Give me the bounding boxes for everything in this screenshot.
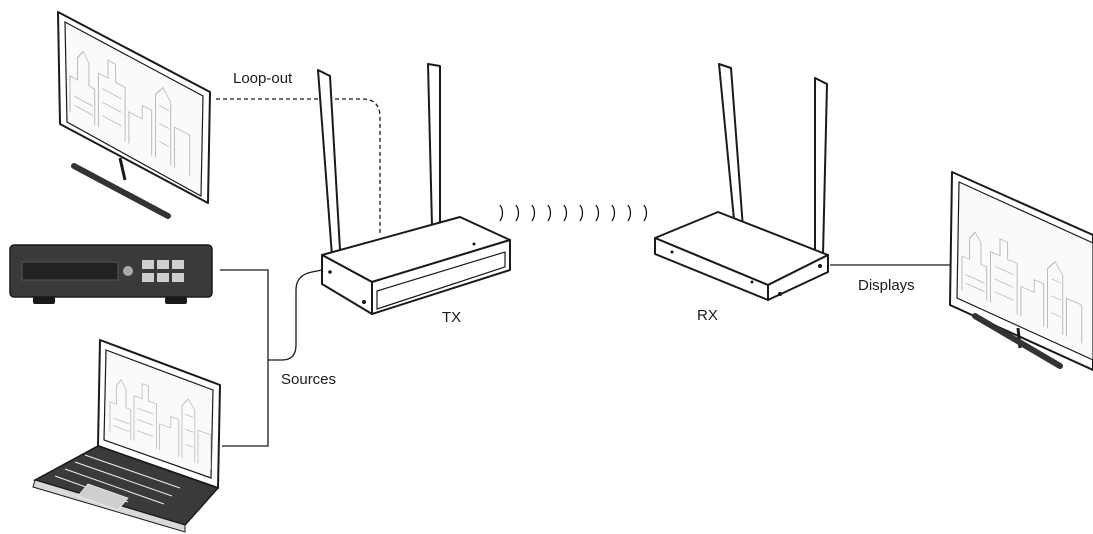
tx-label: TX <box>442 309 461 326</box>
displays-label: Displays <box>858 277 915 294</box>
loop-out-cable <box>216 98 381 235</box>
loop-out-monitor <box>57 11 211 219</box>
tx-unit <box>317 63 511 315</box>
loop-out-label: Loop-out <box>233 70 293 87</box>
source-cable-to-tx <box>268 269 323 361</box>
sources-label: Sources <box>281 371 336 388</box>
rx-unit <box>654 63 829 301</box>
connection-lines <box>216 98 950 447</box>
source-cable-player <box>220 269 269 360</box>
rx-label: RX <box>697 307 718 324</box>
laptop <box>32 339 221 533</box>
media-player <box>9 244 213 304</box>
source-cable-laptop <box>222 360 269 447</box>
wireless-signal <box>499 204 648 222</box>
display-monitor <box>949 171 1093 371</box>
